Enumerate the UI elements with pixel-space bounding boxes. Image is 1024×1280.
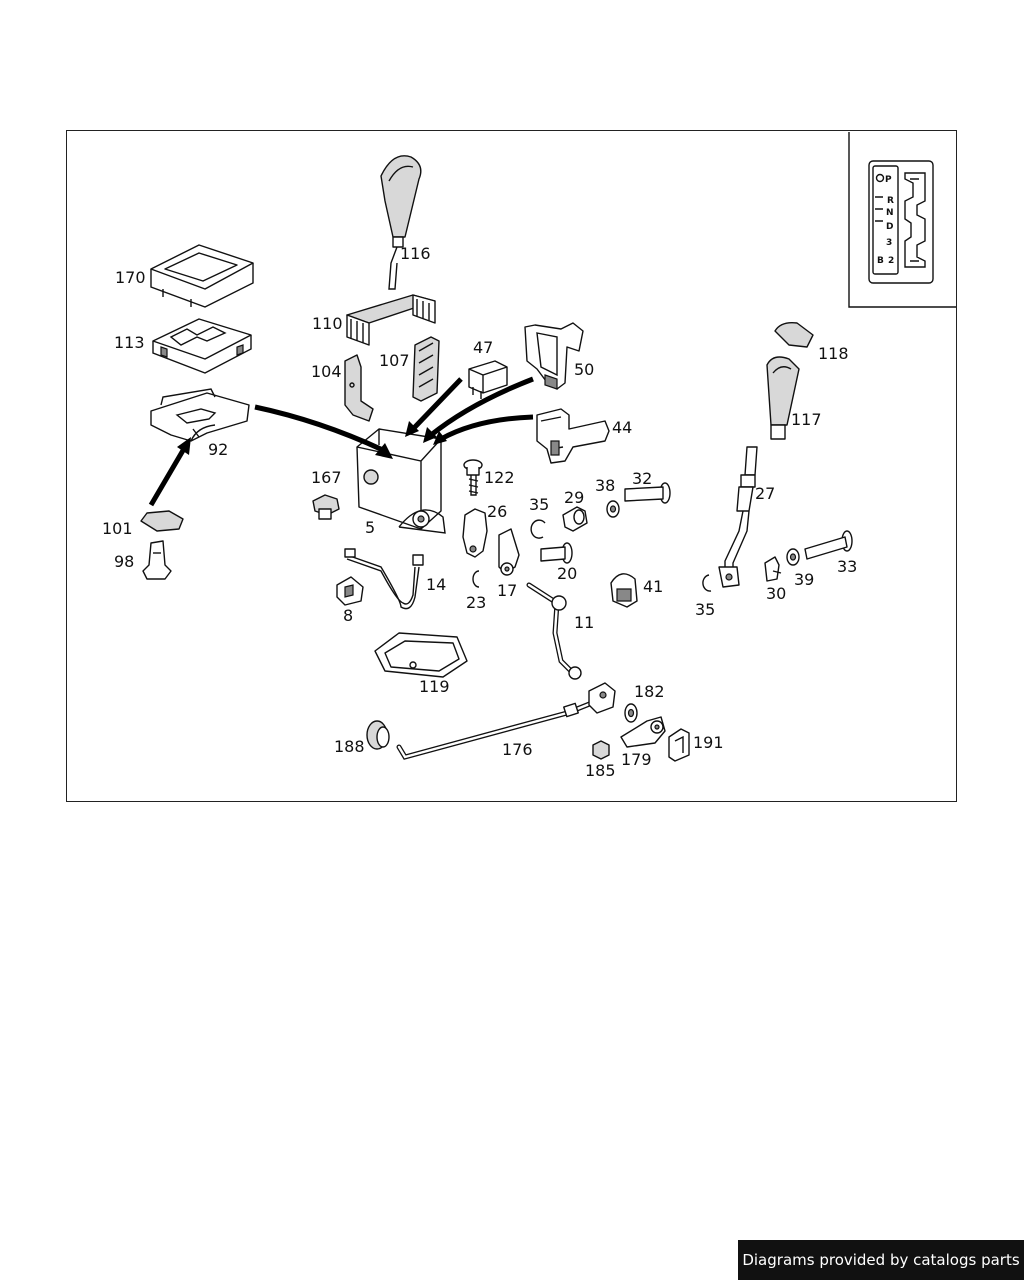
part-17-lever: [498, 528, 520, 576]
callout-8: 8: [343, 606, 353, 625]
callout-101: 101: [102, 519, 133, 538]
part-20-pin: [540, 542, 573, 564]
assembly-arrows: [148, 376, 534, 507]
callout-188: 188: [334, 737, 365, 756]
gate-label-3: 3: [886, 238, 892, 248]
callout-110: 110: [312, 314, 343, 333]
gate-label-b: B: [877, 256, 884, 266]
part-119-seal-ring: [374, 632, 468, 678]
part-39-bushing: [786, 548, 800, 566]
part-26-link: [462, 508, 488, 558]
gate-label-d: D: [886, 222, 893, 232]
callout-30: 30: [766, 584, 786, 603]
callout-41: 41: [643, 577, 663, 596]
part-38-bushing: [606, 500, 620, 518]
callout-118: 118: [818, 344, 849, 363]
part-27-selector-lever: [718, 446, 758, 588]
gate-label-p: P: [885, 175, 892, 185]
part-50-bracket: [524, 322, 584, 390]
part-32-bolt: [624, 482, 671, 504]
part-176-selector-rod: [396, 682, 616, 760]
callout-35-upper: 35: [529, 495, 549, 514]
callout-35-lower: 35: [695, 600, 715, 619]
callout-14: 14: [426, 575, 446, 594]
part-116-shift-knob: [380, 155, 422, 290]
callout-176: 176: [502, 740, 533, 759]
callout-185: 185: [585, 761, 616, 780]
gate-label-r: R: [887, 196, 894, 206]
part-122-bolt: [463, 459, 483, 496]
part-33-bolt: [804, 530, 853, 560]
part-30-bushing: [764, 556, 782, 582]
callout-107: 107: [379, 351, 410, 370]
callout-26: 26: [487, 502, 507, 521]
callout-47: 47: [473, 338, 493, 357]
part-118-knob-cap: [774, 321, 814, 348]
callout-labels: 116 170 110 113 47 50 104 107 118 117 92…: [102, 244, 857, 780]
callout-5: 5: [365, 518, 375, 537]
callout-33: 33: [837, 557, 857, 576]
callout-116: 116: [400, 244, 431, 263]
part-23-circlip: [472, 570, 480, 588]
callout-92: 92: [208, 440, 228, 459]
part-104-side-panel: [344, 354, 374, 422]
callout-170: 170: [115, 268, 146, 287]
callout-38: 38: [595, 476, 615, 495]
callout-44: 44: [612, 418, 632, 437]
callout-20: 20: [557, 564, 577, 583]
callout-117: 117: [791, 410, 822, 429]
part-47-switch: [468, 360, 508, 399]
callout-167: 167: [311, 468, 342, 487]
parts-diagram: P R N D 3 B 2: [66, 130, 957, 802]
part-107-side-panel: [412, 336, 440, 402]
watermark-banner: Diagrams provided by catalogs parts: [738, 1240, 1024, 1280]
part-170-trim-frame: [150, 244, 254, 308]
callout-179: 179: [621, 750, 652, 769]
part-188-bushing: [366, 720, 390, 750]
part-35-circlip-lower: [702, 574, 712, 592]
part-44-interlock: [536, 408, 610, 464]
part-14-cable: [344, 548, 424, 610]
callout-98: 98: [114, 552, 134, 571]
part-92-console-top: [150, 388, 250, 442]
callout-182: 182: [634, 682, 665, 701]
part-113-gate-plate: [152, 318, 252, 374]
callout-119: 119: [419, 677, 450, 696]
callout-113: 113: [114, 333, 145, 352]
callout-32: 32: [632, 469, 652, 488]
part-41-bracket: [610, 573, 638, 608]
gear-pattern-inset: P R N D 3 B 2: [848, 132, 956, 308]
part-29-bushing: [562, 506, 588, 532]
callout-27: 27: [755, 484, 775, 503]
part-179-ball-socket: [620, 716, 666, 748]
callout-39: 39: [794, 570, 814, 589]
callout-23: 23: [466, 593, 486, 612]
part-117-shift-knob: [766, 356, 800, 440]
exploded-view-drawing: P R N D 3 B 2: [102, 132, 956, 780]
part-182-bushing: [624, 703, 638, 723]
part-101-clip: [140, 510, 184, 532]
part-8-switch: [336, 576, 364, 606]
callout-191: 191: [693, 733, 724, 752]
part-110-cover: [346, 294, 436, 346]
callout-122: 122: [484, 468, 515, 487]
callout-50: 50: [574, 360, 594, 379]
part-98-plug: [142, 540, 172, 580]
callout-29: 29: [564, 488, 584, 507]
callout-11: 11: [574, 613, 594, 632]
part-11-intermediate-lever: [526, 582, 582, 680]
gate-label-2: 2: [888, 256, 894, 266]
part-167-pushbutton: [312, 494, 340, 520]
part-191-clip: [668, 728, 690, 762]
part-35-circlip-upper: [530, 519, 546, 539]
callout-17: 17: [497, 581, 517, 600]
part-185-nut: [592, 740, 610, 760]
callout-104: 104: [311, 362, 342, 381]
gate-label-n: N: [886, 208, 894, 218]
